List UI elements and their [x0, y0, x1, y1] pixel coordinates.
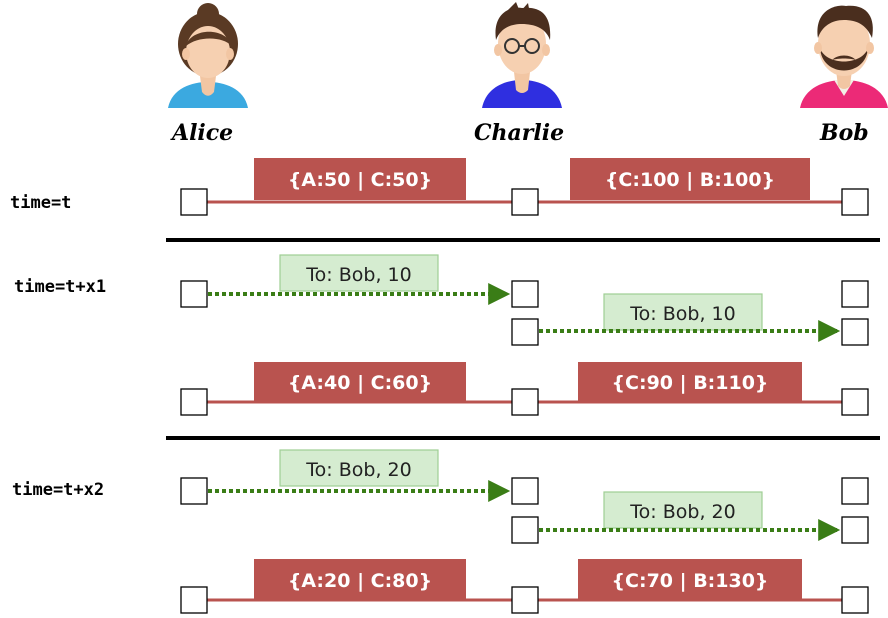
node-bob	[841, 586, 869, 614]
channel-state-charlie-bob	[578, 559, 802, 600]
channel-state-alice-charlie	[254, 158, 466, 200]
channel-row: {A:50 | C:50} {C:100 | B:100}	[180, 158, 869, 216]
channel-row: {A:20 | C:80} {C:70 | B:130}	[180, 559, 869, 614]
node-alice	[180, 280, 208, 308]
message-label: To: Bob, 20	[629, 501, 735, 523]
channel-state-alice-charlie	[254, 559, 466, 600]
channel-state-charlie-bob	[570, 158, 810, 200]
participant-name-charlie: Charlie	[474, 120, 564, 146]
node-charlie	[511, 280, 539, 308]
node-alice	[180, 188, 208, 216]
woman-avatar-icon	[168, 3, 248, 108]
node-bob	[841, 318, 869, 346]
bearded-man-avatar-icon	[800, 5, 888, 108]
node-alice	[180, 388, 208, 416]
message-box-alice-to-charlie	[279, 449, 439, 487]
charlie-avatar: Charlie	[474, 2, 564, 146]
node-charlie	[511, 388, 539, 416]
node-bob	[841, 516, 869, 544]
participant-name-alice: Alice	[170, 120, 233, 146]
channel-state-alice-charlie	[254, 362, 466, 402]
node-alice	[180, 477, 208, 505]
node-charlie	[511, 516, 539, 544]
time-label-t: time=t	[10, 193, 71, 213]
message-row: To: Bob, 20 To: Bob, 20	[180, 449, 869, 544]
message-box-charlie-to-bob	[603, 293, 763, 331]
node-charlie	[511, 188, 539, 216]
channel-row: {A:40 | C:60} {C:90 | B:110}	[180, 362, 869, 416]
node-bob	[841, 280, 869, 308]
node-charlie	[511, 318, 539, 346]
node-bob	[841, 477, 869, 505]
node-alice	[180, 586, 208, 614]
message-label: To: Bob, 20	[305, 459, 411, 481]
channel-state-label: {C:100 | B:100}	[605, 169, 775, 191]
time-label-t-x1: time=t+x1	[14, 277, 106, 297]
channel-state-charlie-bob	[578, 362, 802, 402]
bob-avatar: Bob	[800, 5, 888, 146]
node-charlie	[511, 477, 539, 505]
channel-state-label: {C:70 | B:130}	[612, 570, 769, 592]
message-label: To: Bob, 10	[629, 303, 735, 325]
message-box-alice-to-charlie	[279, 254, 439, 292]
alice-avatar: Alice	[168, 3, 248, 146]
time-label-t-x2: time=t+x2	[12, 480, 104, 500]
channel-state-label: {A:40 | C:60}	[288, 372, 432, 394]
participant-name-bob: Bob	[819, 120, 869, 146]
message-label: To: Bob, 10	[305, 264, 411, 286]
node-bob	[841, 388, 869, 416]
message-row: To: Bob, 10 To: Bob, 10	[180, 254, 869, 346]
node-bob	[841, 188, 869, 216]
node-charlie	[511, 586, 539, 614]
man-with-glasses-avatar-icon	[482, 2, 562, 108]
channel-state-label: {C:90 | B:110}	[612, 372, 769, 394]
channel-state-label: {A:50 | C:50}	[288, 169, 432, 191]
channel-state-label: {A:20 | C:80}	[288, 570, 432, 592]
message-box-charlie-to-bob	[603, 491, 763, 529]
